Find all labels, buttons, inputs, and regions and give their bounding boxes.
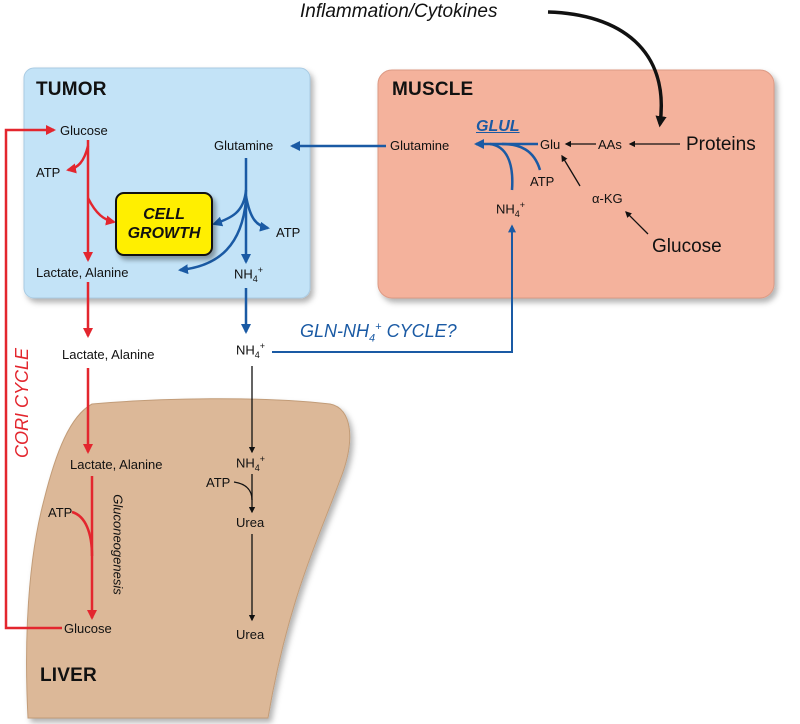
tumor-title: TUMOR xyxy=(36,79,107,100)
cell-growth-line2: GROWTH xyxy=(127,225,201,242)
liver-title: LIVER xyxy=(40,665,97,686)
glucose-to-cell-growth-curve xyxy=(86,197,116,226)
tumor-glutamine-label: Glutamine xyxy=(214,138,274,153)
liver-compartment xyxy=(26,398,351,719)
cell-growth-box: CELL GROWTH xyxy=(115,192,213,256)
liver-glucose-label: Glucose xyxy=(64,621,112,636)
muscle-glutamine-label: Glutamine xyxy=(390,138,450,153)
glucose-to-akg-arrow xyxy=(625,211,649,235)
gln-nh4-cycle-arrow xyxy=(272,224,516,353)
liver-nh4-label: NH4+ xyxy=(236,454,266,473)
akg-to-glu-arrow xyxy=(561,154,581,187)
inflammation-label: Inflammation/Cytokines xyxy=(300,1,498,22)
cell-growth-line1: CELL xyxy=(143,206,185,223)
glul-label: GLUL xyxy=(476,118,520,135)
glutamine-to-cell-growth-curve xyxy=(212,189,248,227)
middle-nh4-label: NH4+ xyxy=(236,341,266,360)
cori-cycle-line xyxy=(4,125,62,630)
liver-lactate-alanine-label: Lactate, Alanine xyxy=(70,457,163,472)
glul-nh4-curve xyxy=(489,142,514,191)
tumor-nh4-label: NH4+ xyxy=(234,265,264,284)
urea-atp-curve xyxy=(233,481,253,501)
muscle-title: MUSCLE xyxy=(392,79,474,100)
glucose-atp-curve xyxy=(66,145,90,174)
tumor-glucose-label: Glucose xyxy=(60,123,108,138)
aas-label: AAs xyxy=(598,137,622,152)
cori-cycle-label: CORI CYCLE xyxy=(12,347,32,459)
liver-atp-right-label: ATP xyxy=(206,475,231,490)
glul-atp-curve xyxy=(501,142,542,171)
proteins-label: Proteins xyxy=(686,134,756,155)
muscle-atp-label: ATP xyxy=(530,174,555,189)
akg-label: α-KG xyxy=(592,191,623,206)
tumor-atp-right-label: ATP xyxy=(276,225,301,240)
inflammation-arrow xyxy=(547,10,667,128)
glu-label: Glu xyxy=(540,137,561,152)
muscle-nh4-label: NH4+ xyxy=(496,200,526,219)
urea-label-1: Urea xyxy=(236,515,265,530)
muscle-glucose-label: Glucose xyxy=(652,236,722,257)
urea-label-2: Urea xyxy=(236,627,265,642)
liver-atp-left-label: ATP xyxy=(48,505,73,520)
tumor-compartment xyxy=(23,67,311,299)
tumor-lactate-alanine-label: Lactate, Alanine xyxy=(36,265,129,280)
middle-lactate-alanine-label: Lactate, Alanine xyxy=(62,347,155,362)
gln-nh4-cycle-label: GLN-NH4+ CYCLE? xyxy=(300,321,457,345)
gluconeogenesis-label: Gluconeogenesis xyxy=(110,494,126,595)
muscle-compartment xyxy=(377,69,775,299)
glutamine-to-lactate-curve xyxy=(178,199,248,275)
gluconeogenesis-atp-curve xyxy=(71,510,94,557)
tumor-atp-left-label: ATP xyxy=(36,165,61,180)
